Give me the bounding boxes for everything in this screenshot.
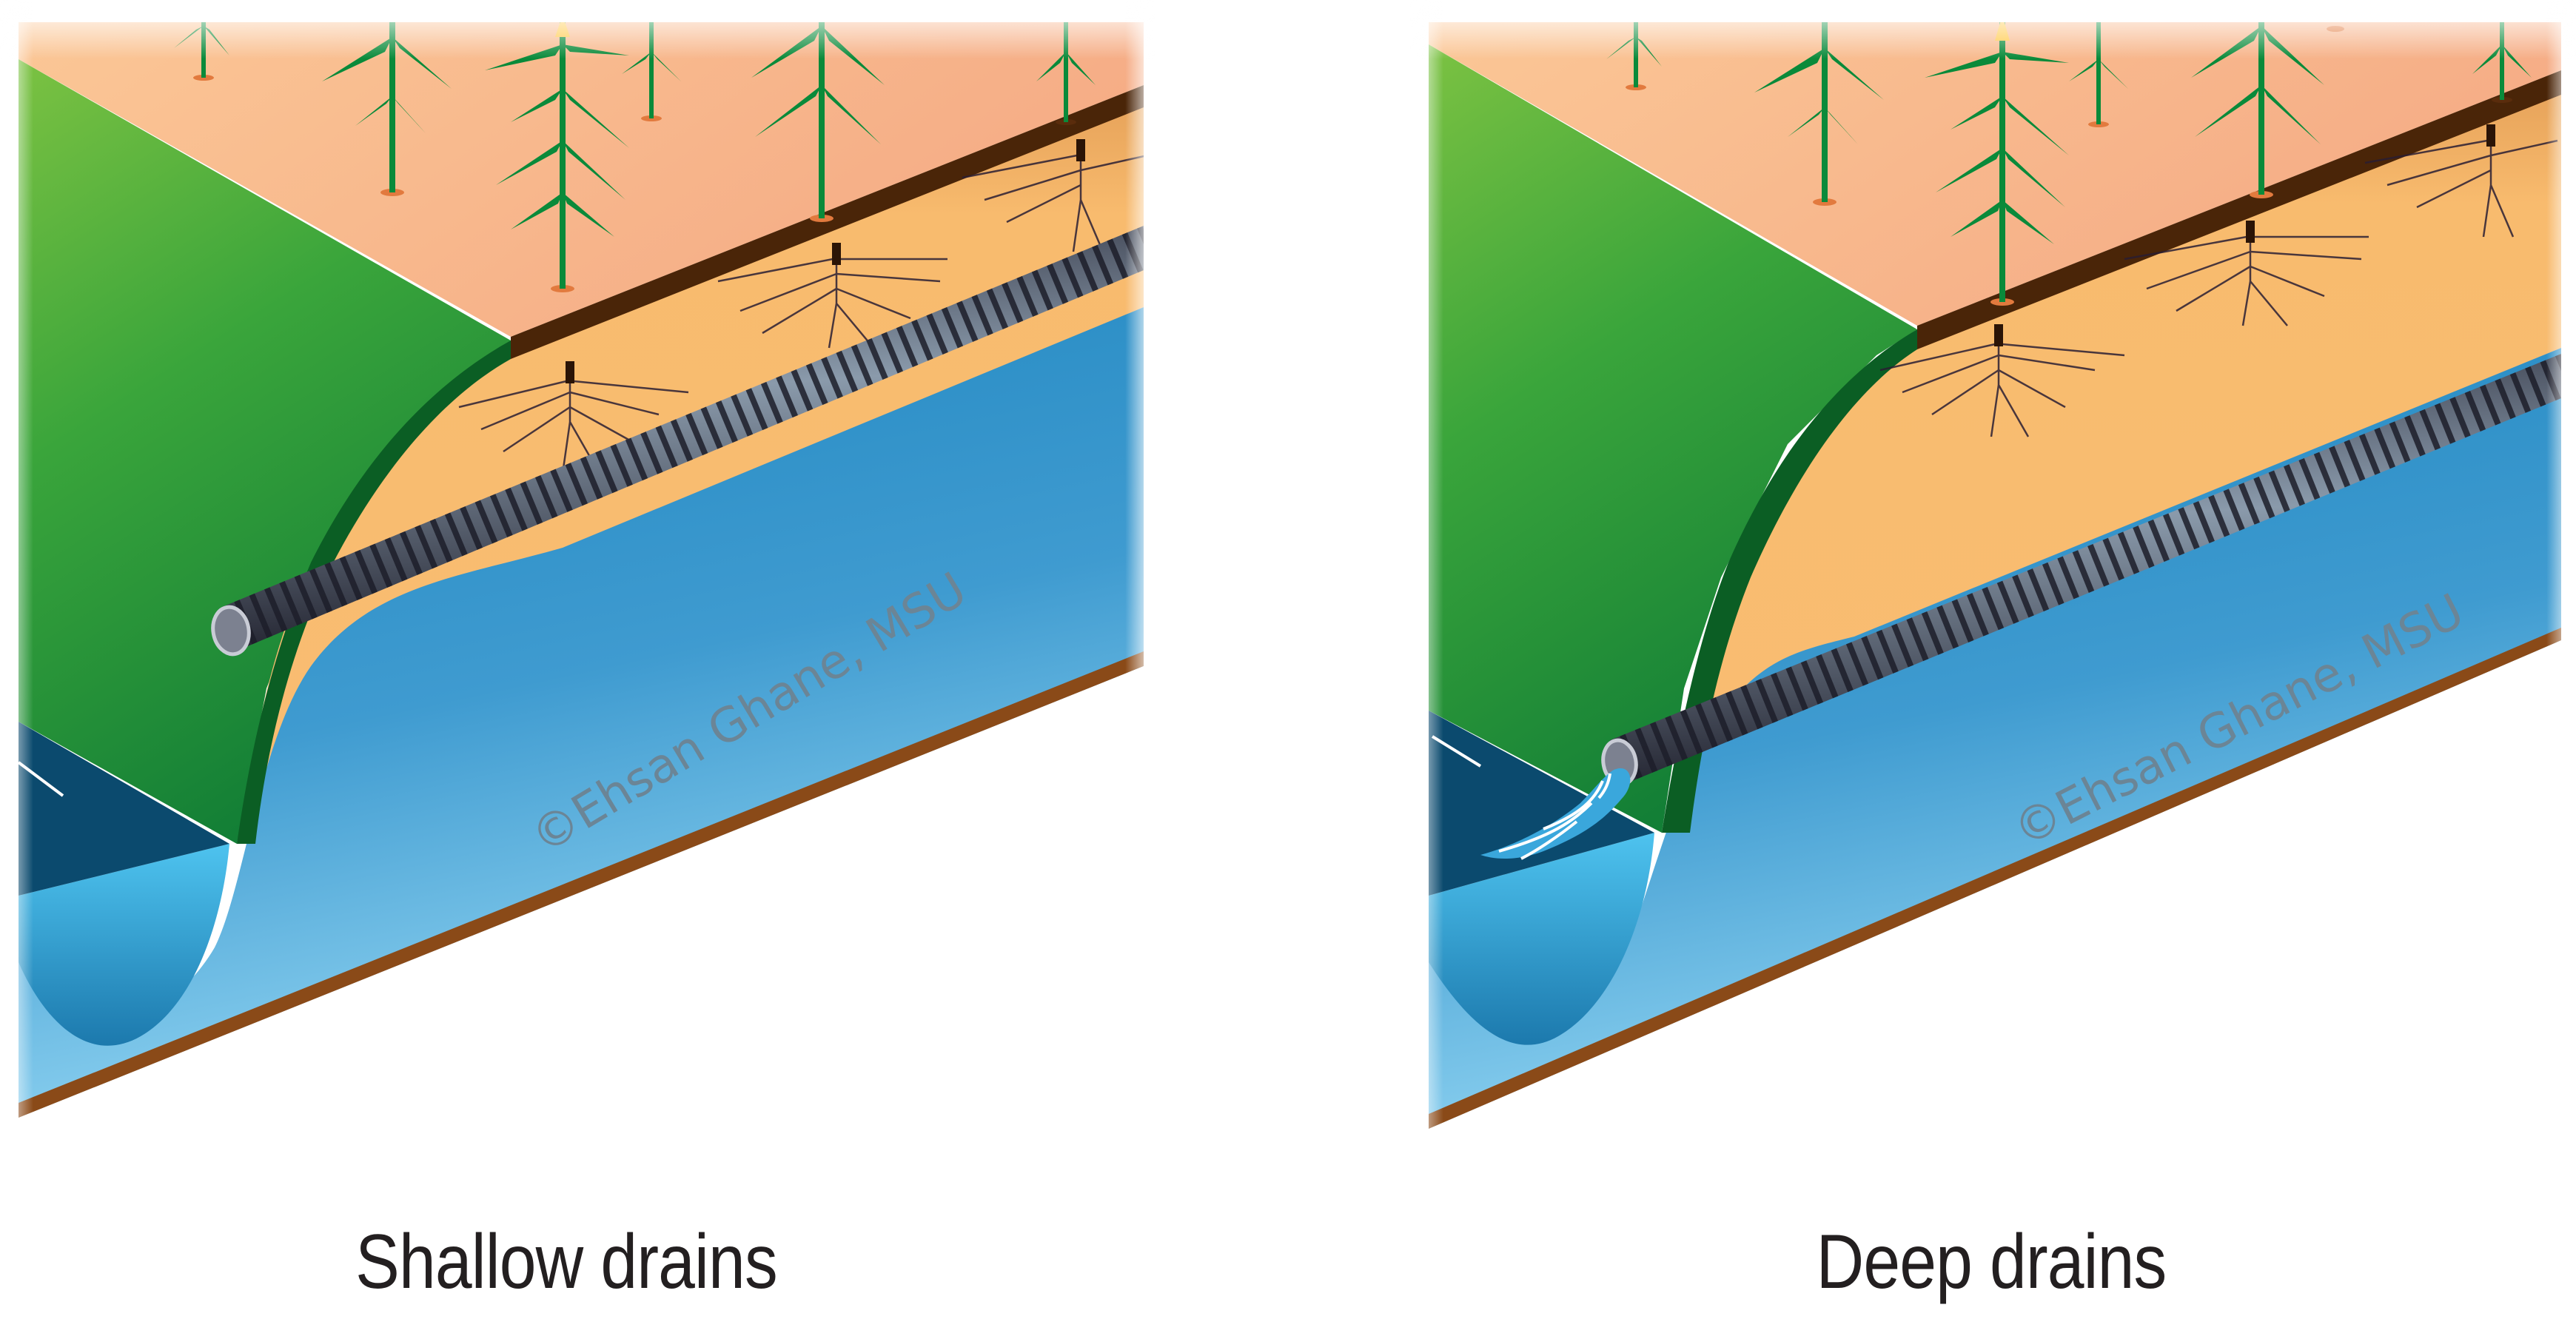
caption-deep-drains: Deep drains (1816, 1219, 2167, 1305)
pipe-outflow-water (1480, 768, 1631, 860)
subsoil-layer (244, 104, 1144, 844)
corrugated-drain-pipe (211, 226, 1144, 657)
root-systems (1879, 126, 2558, 437)
panel-deep-drains: ©Ehsan Ghane, MSU (1410, 0, 2576, 1214)
corn-plant (322, 22, 452, 196)
corn-plant (1754, 22, 1884, 206)
water-table (1429, 348, 2561, 1129)
pipe-outlet-opening (211, 605, 251, 657)
corn-plants (1606, 22, 2532, 306)
corn-plant (622, 22, 681, 121)
deep-drains-illustration: ©Ehsan Ghane, MSU (1410, 0, 2576, 1214)
field-surface (1429, 22, 2561, 326)
ditch-bottom-edge (19, 651, 1144, 1118)
bank-edge (1662, 329, 1917, 833)
topsoil-strip (1917, 70, 2561, 349)
ditch-shadow (1429, 711, 1654, 896)
ditch-shadow (19, 722, 229, 896)
subsoil-layer (1677, 93, 2561, 833)
corn-plant (2191, 22, 2324, 198)
fade-right (2546, 0, 2576, 1214)
root-crowns (1994, 124, 2495, 346)
panel-shallow-drains: ©Ehsan Ghane, MSU (0, 0, 1155, 1214)
ditch-water (1429, 833, 1654, 1045)
fade-top (0, 0, 1155, 59)
fade-right (1125, 0, 1155, 1214)
shallow-drains-illustration: ©Ehsan Ghane, MSU (0, 0, 1155, 1214)
fade-top (1410, 0, 2576, 59)
fade-left (0, 0, 33, 1214)
root-crowns (566, 139, 1085, 383)
root-systems (458, 141, 1144, 474)
water-table (19, 307, 1144, 1118)
ditch-bottom-edge (1429, 628, 2561, 1129)
caption-shallow-drains: Shallow drains (355, 1219, 777, 1305)
corn-plant (2472, 22, 2532, 103)
corn-plants (174, 22, 1096, 292)
ditch-water (19, 844, 229, 1046)
ditch-bank-grass (1429, 44, 1917, 833)
ditch-bank-grass (19, 59, 511, 844)
field-surface (19, 22, 1144, 337)
topsoil-strip (511, 85, 1144, 359)
corn-plant (2069, 22, 2128, 127)
fade-left (1410, 0, 1443, 1214)
corn-plant (1036, 22, 1096, 125)
corn-plant (751, 22, 885, 222)
